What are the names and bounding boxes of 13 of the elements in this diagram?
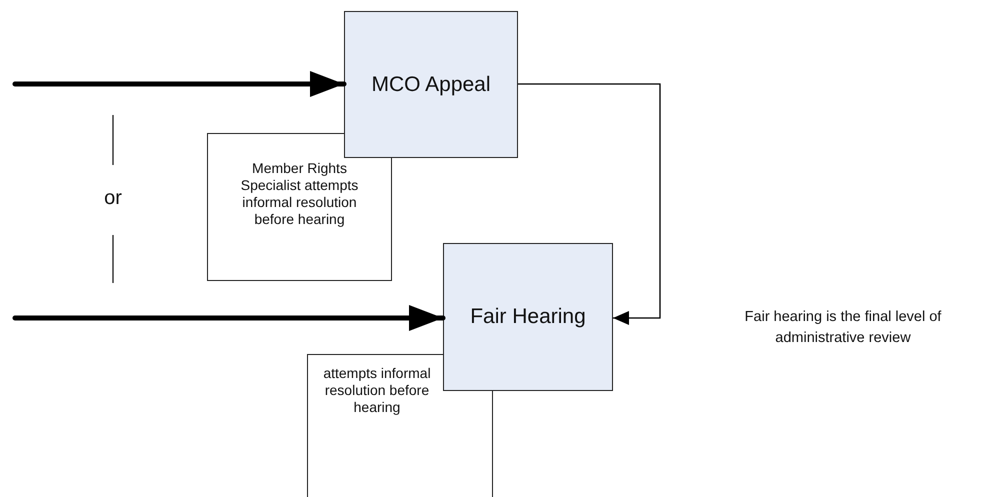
note-text: attempts informal resolution before hearing	[322, 365, 432, 417]
note-text: Member Rights Specialist attempts informal resolution before hearing	[240, 160, 360, 229]
arrow	[518, 83, 661, 325]
note-box	[307, 354, 493, 497]
arrow	[12, 305, 446, 331]
or-label: or	[103, 188, 123, 209]
process-box	[344, 11, 518, 158]
note-box	[207, 133, 392, 281]
process-box	[443, 243, 613, 391]
arrow	[12, 71, 346, 97]
box-title: Fair Hearing	[470, 305, 586, 329]
box-title: MCO Appeal	[371, 72, 491, 96]
note-text: Fair hearing is the final level of administrative review	[744, 308, 942, 348]
